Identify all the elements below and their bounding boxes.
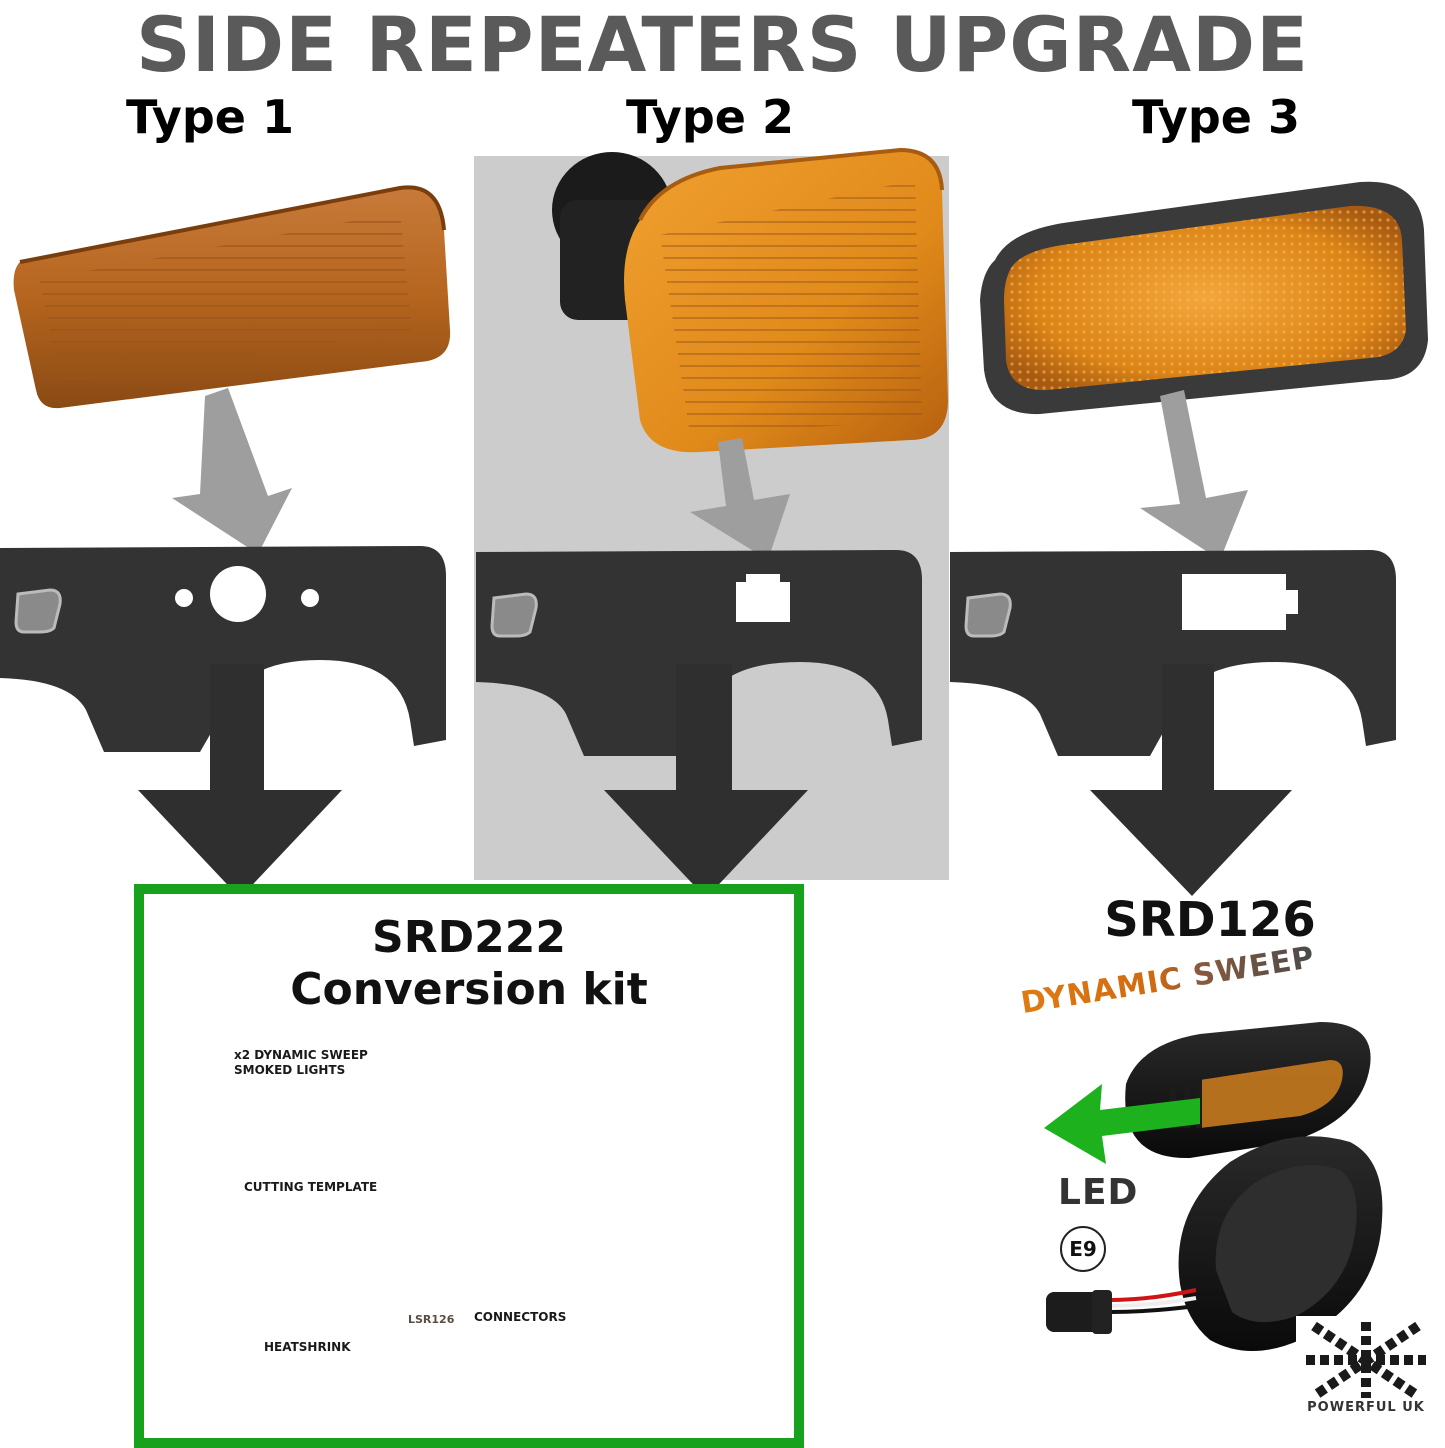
kit-template-stamp: LSR126 bbox=[408, 1313, 455, 1326]
type-2-label: Type 2 bbox=[625, 90, 795, 144]
type-1-fender bbox=[0, 546, 446, 752]
kit-template-caption: CUTTING TEMPLATE bbox=[244, 1180, 378, 1194]
type-1-label: Type 1 bbox=[125, 90, 295, 144]
type-3-label: Type 3 bbox=[1131, 90, 1301, 144]
srd126-code: SRD126 bbox=[1104, 892, 1316, 948]
type-1-down-arrow bbox=[138, 664, 342, 898]
type-2-light-arrow bbox=[690, 438, 790, 560]
e9-approval-badge: E9 bbox=[1060, 1226, 1106, 1272]
kit-code: SRD222 bbox=[372, 912, 566, 963]
sweep-light-upper bbox=[1125, 1022, 1371, 1159]
sweep-light-cable bbox=[1109, 1288, 1197, 1314]
type-3-lamp bbox=[980, 181, 1428, 415]
brand-name: POWERFUL UK bbox=[1307, 1400, 1425, 1415]
srd222-kit-box: SRD222 Conversion kit bbox=[134, 884, 804, 1448]
type-2-fender bbox=[476, 550, 922, 756]
type-2-down-arrow bbox=[604, 664, 808, 898]
kit-connectors-caption: CONNECTORS bbox=[474, 1310, 567, 1324]
sweep-direction-arrow bbox=[1044, 1084, 1200, 1164]
brand-logo bbox=[1296, 1316, 1436, 1440]
type-3-down-arrow bbox=[1090, 664, 1292, 896]
kit-name: Conversion kit bbox=[290, 964, 648, 1015]
page-title: SIDE REPEATERS UPGRADE bbox=[135, 0, 1310, 89]
type-3-fender bbox=[950, 550, 1396, 756]
type-2-lamp bbox=[552, 147, 948, 453]
kit-lights-caption: x2 DYNAMIC SWEEP SMOKED LIGHTS bbox=[234, 1048, 368, 1077]
sweep-light-plug bbox=[1046, 1290, 1112, 1334]
type-3-light-arrow bbox=[1140, 390, 1248, 560]
type-1-lamp bbox=[13, 185, 451, 409]
sweep-light-lower bbox=[1178, 1136, 1383, 1351]
type-1-light-arrow bbox=[172, 388, 292, 554]
led-label: LED bbox=[1058, 1172, 1139, 1213]
kit-heatshrink-caption: HEATSHRINK bbox=[264, 1340, 351, 1354]
